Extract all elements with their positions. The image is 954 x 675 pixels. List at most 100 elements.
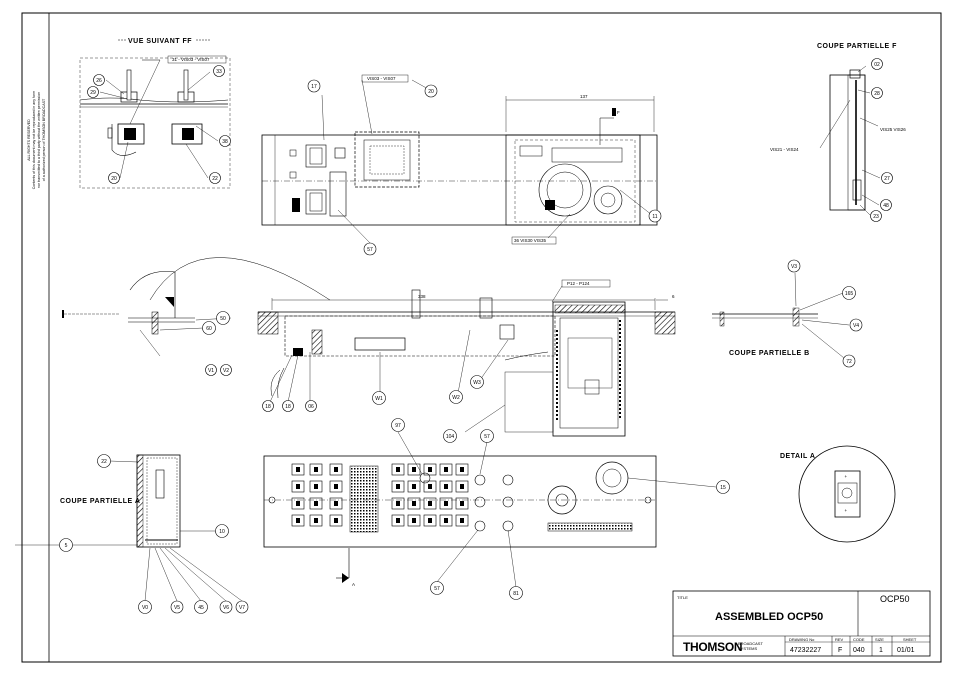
callout-15: 15 — [716, 480, 730, 494]
svg-text:165: 165 — [845, 291, 854, 297]
callout-57c: 57 — [430, 581, 444, 595]
callout-w3: W3 — [470, 375, 484, 389]
svg-text:28: 28 — [874, 91, 880, 97]
panel-key — [329, 480, 343, 493]
panel-key-led — [460, 518, 464, 523]
drawing-title: ASSEMBLED OCP50 — [715, 611, 823, 623]
callout-29: 29 — [87, 86, 99, 98]
svg-text:ALL RIGHTS RESERVED: ALL RIGHTS RESERVED — [27, 119, 31, 161]
rev-label: REV — [835, 637, 844, 642]
callout-22b: 22 — [97, 454, 111, 468]
sheet-label: SHEET — [903, 637, 917, 642]
svg-text:18: 18 — [265, 404, 271, 410]
callout-v1: V1 — [205, 364, 217, 376]
panel-key-led — [314, 518, 318, 523]
drawing-number: 47232227 — [790, 647, 821, 654]
panel-key — [407, 514, 421, 527]
panel-key-led — [444, 518, 448, 523]
svg-text:06: 06 — [308, 404, 314, 410]
panel-key-led — [334, 518, 338, 523]
panel-key — [423, 497, 437, 510]
callout-bubbles-middle: 50 60 V1 V2 18 18 06 W1 W2 W3 97 104 57 — [202, 311, 494, 443]
panel-key-led — [314, 467, 318, 472]
section-mark-a: A — [352, 582, 355, 587]
callout-bubbles-front: 15 57 81 — [430, 480, 730, 600]
callout-57: 57 — [363, 242, 377, 256]
title-block: TITLE ASSEMBLED OCP50 OCP50 THOMSON BROA… — [672, 590, 931, 657]
view-vue-suivant-ff: VUE SUIVANT FF 31 - VIS03 - VIS07 — [79, 38, 231, 189]
callout-v3: V3 — [787, 259, 801, 273]
plus-top-icon: + — [845, 474, 848, 479]
coupe-a-label: COUPE PARTIELLE A — [60, 498, 140, 505]
svg-text:97: 97 — [395, 423, 401, 429]
panel-key — [439, 480, 453, 493]
callout-33: 33 — [213, 65, 225, 77]
panel-key-led — [396, 518, 400, 523]
company-logo: THOMSON — [683, 640, 742, 654]
svg-text:V3: V3 — [791, 264, 797, 270]
callout-06: 06 — [305, 400, 317, 412]
panel-key — [407, 497, 421, 510]
sheet-border — [21, 12, 942, 663]
panel-key-led — [412, 518, 416, 523]
svg-text:31 - VIS03 - VIS07: 31 - VIS03 - VIS07 — [172, 57, 210, 62]
panel-key-led — [428, 467, 432, 472]
panel-key-led — [296, 501, 300, 506]
svg-text:W2: W2 — [452, 395, 460, 401]
svg-text:36 VIS30 VIS35: 36 VIS30 VIS35 — [514, 238, 547, 243]
panel-key — [407, 480, 421, 493]
panel-key-led — [444, 501, 448, 506]
callout-w2: W2 — [449, 390, 463, 404]
panel-key-led — [428, 518, 432, 523]
callout-v7: V7 — [235, 600, 249, 614]
panel-key-led — [334, 501, 338, 506]
revision: F — [838, 647, 842, 654]
callout-bubbles-b: V3 165 V4 72 — [787, 259, 863, 368]
title-label: TITLE — [677, 595, 688, 600]
svg-text:W3: W3 — [473, 380, 481, 386]
panel-key — [439, 497, 453, 510]
view-coupe-partielle-a: COUPE PARTIELLE A — [15, 454, 243, 602]
panel-key — [423, 480, 437, 493]
callout-18a: 18 — [262, 400, 274, 412]
callout-v2: V2 — [220, 364, 232, 376]
view-detail-a: DETAIL A + + — [780, 445, 896, 543]
callout-v4: V4 — [849, 318, 863, 332]
detail-a-label: DETAIL A — [780, 453, 815, 460]
panel-key — [439, 514, 453, 527]
panel-key — [309, 480, 323, 493]
panel-key — [391, 463, 405, 476]
svg-text:of a authorized person of THOM: of a authorized person of THOMSON BROADC… — [42, 98, 46, 181]
callout-11: 11 — [648, 209, 662, 223]
panel-key-led — [428, 501, 432, 506]
svg-text:81: 81 — [513, 591, 519, 597]
svg-text:W1: W1 — [375, 396, 383, 402]
dim-6: 6 — [672, 294, 675, 299]
svg-text:20: 20 — [428, 89, 434, 95]
panel-key — [455, 480, 469, 493]
callout-28: 28 — [871, 87, 883, 99]
panel-key — [329, 497, 343, 510]
svg-text:104: 104 — [446, 434, 455, 440]
callout-v5: V5 — [170, 600, 184, 614]
svg-text:26: 26 — [96, 78, 102, 84]
panel-key — [455, 514, 469, 527]
panel-key — [309, 463, 323, 476]
callout-02: 02 — [871, 58, 883, 70]
callout-bubbles-top: 17 20 57 11 — [307, 79, 662, 256]
callout-bubbles-a: 22 5 10 V0 V5 45 V6 V7 — [59, 454, 249, 614]
svg-text:V5: V5 — [174, 605, 180, 611]
panel-key — [391, 514, 405, 527]
callout-v0: V0 — [138, 600, 152, 614]
svg-text:Contents of this document may: Contents of this document may not be rep… — [32, 91, 36, 189]
callout-27: 27 — [881, 172, 893, 184]
svg-text:10: 10 — [219, 529, 225, 535]
panel-key-led — [412, 467, 416, 472]
svg-text:V4: V4 — [853, 323, 859, 329]
callout-22: 22 — [209, 172, 221, 184]
callout-72: 72 — [842, 354, 856, 368]
panel-key — [329, 463, 343, 476]
panel-key-led — [428, 484, 432, 489]
callout-104: 104 — [443, 429, 457, 443]
